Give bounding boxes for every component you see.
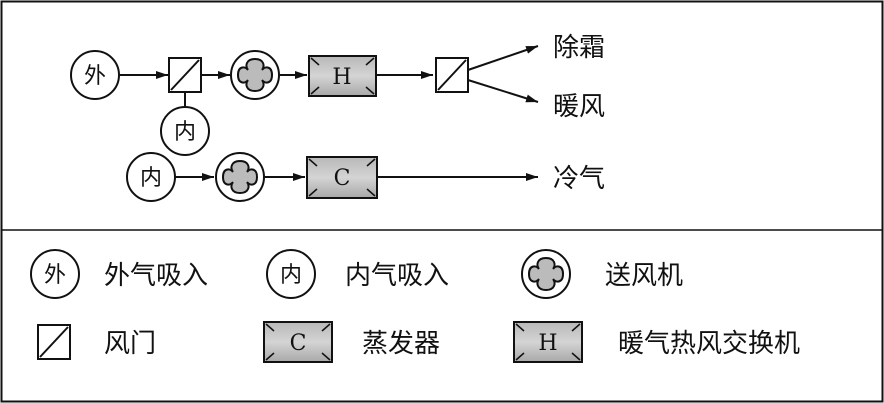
- evaporator-symbol: C: [334, 166, 351, 191]
- damper-intake: [168, 57, 202, 93]
- legend-damper-icon: [37, 324, 71, 360]
- legend-blower-icon: [521, 249, 571, 299]
- damper-output: [435, 57, 469, 93]
- legend-heater-core-icon: H: [513, 321, 583, 363]
- heater-core-box: H: [308, 55, 377, 97]
- legend-inside-air-icon: 内: [266, 249, 316, 299]
- legend-evaporator-icon: C: [263, 321, 333, 363]
- blower-fan-icon: [221, 159, 259, 195]
- legend-evaporator-label: 蒸发器: [362, 329, 440, 359]
- blower-fan-icon: [527, 256, 565, 292]
- defrost-label: 除霜: [553, 33, 605, 63]
- damper-icon: [437, 59, 467, 91]
- defrost-arrow: [467, 45, 539, 71]
- damper-icon: [170, 59, 200, 91]
- legend-evaporator-symbol: C: [290, 331, 307, 356]
- inside-air-symbol: 内: [140, 166, 162, 191]
- warm-air-arrow: [467, 79, 539, 103]
- blower-lower: [215, 152, 265, 202]
- legend-inside-air-symbol: 内: [280, 263, 302, 288]
- legend-heater-core-label: 暖气热风交换机: [618, 329, 800, 359]
- legend-outside-air-label: 外气吸入: [104, 261, 208, 291]
- inside-air-symbol: 内: [174, 120, 196, 145]
- legend-heater-core-symbol: H: [538, 331, 557, 356]
- evaporator-box: C: [306, 156, 378, 199]
- legend-blower-label: 送风机: [605, 261, 683, 291]
- legend-damper-label: 风门: [104, 329, 156, 359]
- heater-core-symbol: H: [332, 65, 351, 90]
- outside-air-symbol: 外: [84, 64, 106, 89]
- outside-air-node: 外: [70, 50, 120, 100]
- inside-air-node-upper: 内: [160, 106, 210, 156]
- legend-inside-air-label: 内气吸入: [345, 261, 449, 291]
- cold-air-label: 冷气: [553, 164, 605, 194]
- damper-icon: [39, 326, 69, 358]
- warm-air-label: 暖风: [553, 92, 605, 122]
- blower-fan-icon: [236, 57, 274, 93]
- blower-upper: [230, 50, 280, 100]
- legend-outside-air-symbol: 外: [44, 263, 66, 288]
- legend-outside-air-icon: 外: [30, 249, 80, 299]
- inside-air-node-lower: 内: [126, 152, 176, 202]
